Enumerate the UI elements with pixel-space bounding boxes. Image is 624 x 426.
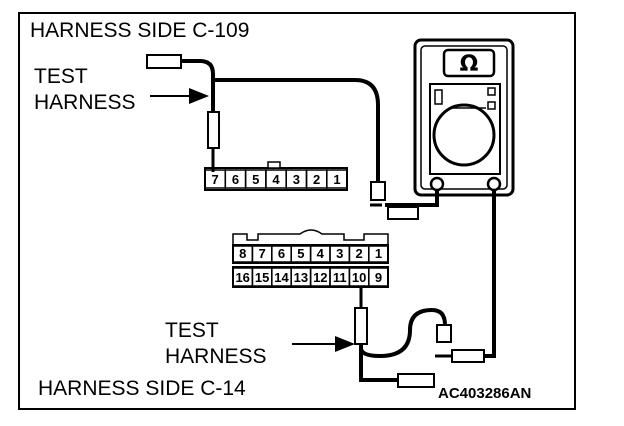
title-harness-side-c14: HARNESS SIDE C-14 [38,377,246,400]
c14-row1-pin-8: 8 [239,246,246,261]
c14-row1-cell [368,245,389,263]
test-harness-top-line1: TEST [34,65,88,88]
c14-row1-pin-2: 2 [355,246,362,261]
c109-pin-3: 3 [293,172,300,187]
c14-row1-pin-7: 7 [258,246,265,261]
c14-row1-pin-6: 6 [278,246,285,261]
test-harness-top-line2: HARNESS [34,91,136,114]
c14-row2-pin-12: 12 [313,270,327,285]
c14-row1-pin-1: 1 [375,246,382,261]
ohm-symbol: Ω [460,52,479,77]
c14-row2-pin-14: 14 [274,270,289,285]
title-harness-side-c109: HARNESS SIDE C-109 [30,19,250,42]
c109-pin-1: 1 [333,172,340,187]
c14-row1-pin-4: 4 [317,246,325,261]
c109-cell [326,169,348,189]
c109-pin-5: 5 [252,172,259,187]
c14-row2-cell [368,267,389,287]
c14-row1-pin-3: 3 [336,246,343,261]
c109-pin-7: 7 [212,172,219,187]
c109-pin-2: 2 [313,172,320,187]
c109-pin-6: 6 [232,172,239,187]
test-harness-bottom-line2: HARNESS [165,345,267,368]
test-harness-bottom-line1: TEST [165,319,219,342]
c14-row1-pin-5: 5 [297,246,304,261]
c14-row2-pin-9: 9 [375,270,382,285]
figure-code: AC403286AN [438,385,532,402]
c14-row2-pin-13: 13 [294,270,308,285]
diagram-frame [18,12,576,410]
c14-row2-pin-16: 16 [235,270,249,285]
c14-row2-pin-10: 10 [352,270,366,285]
test-harness-top [146,54,439,220]
test-harness-bottom [354,190,496,388]
c14-row2-pin-15: 15 [255,270,269,285]
c109-pin-4: 4 [272,172,280,187]
ohmmeter-icon: Ω [413,38,515,197]
c14-row2-pin-11: 11 [333,270,347,285]
